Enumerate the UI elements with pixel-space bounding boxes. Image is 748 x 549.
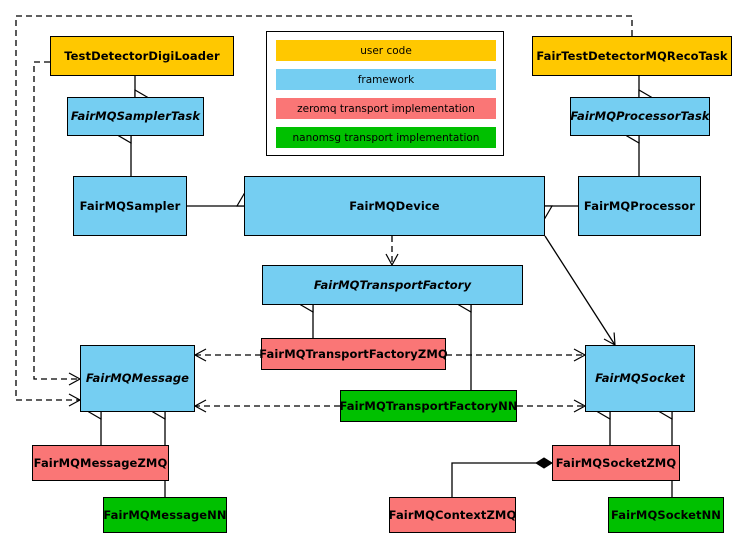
legend-panel: user code framework zeromq transport imp…: [266, 31, 504, 156]
class-node-fairmqdevice[interactable]: FairMQDevice: [244, 176, 545, 236]
class-node-label: FairMQContextZMQ: [388, 507, 517, 522]
class-node-label: FairMQMessageNN: [103, 507, 227, 522]
edge-digiloader-message: [33, 61, 82, 386]
class-node-fairmqsocketnn[interactable]: FairMQSocketNN: [608, 497, 724, 533]
class-node-label: FairMQSampler: [79, 198, 181, 213]
class-node-label: FairMQSamplerTask: [70, 109, 201, 124]
class-node-fairmqsamplertask[interactable]: FairMQSamplerTask: [67, 97, 204, 136]
class-node-fairmqmessage[interactable]: FairMQMessage: [80, 345, 195, 412]
class-node-label: FairMQTransportFactory: [313, 277, 472, 292]
legend-item-zeromq: zeromq transport implementation: [276, 98, 496, 119]
class-node-fairmqprocessor[interactable]: FairMQProcessor: [578, 176, 701, 236]
class-node-fairmqmessagenn[interactable]: FairMQMessageNN: [103, 497, 227, 533]
class-node-label: FairMQProcessor: [583, 198, 696, 213]
class-node-fairmqtransportfactorynn[interactable]: FairMQTransportFactoryNN: [339, 390, 518, 422]
class-node-label: FairMQTransportFactoryZMQ: [259, 346, 448, 361]
legend-item-framework: framework: [276, 69, 496, 90]
class-node-fairtestdetectormqrecotask[interactable]: FairTestDetectorMQRecoTask: [532, 36, 732, 76]
class-node-label: FairMQSocket: [595, 371, 685, 386]
class-node-label: FairMQSocketNN: [610, 507, 722, 522]
class-node-fairmqsampler[interactable]: FairMQSampler: [73, 176, 187, 236]
class-node-fairmqcontextzmq[interactable]: FairMQContextZMQ: [389, 497, 516, 533]
class-node-label: FairMQDevice: [349, 198, 440, 213]
legend-item-label: zeromq transport implementation: [297, 102, 475, 115]
class-node-label: FairMQSocketZMQ: [555, 455, 677, 470]
legend-item-label: framework: [357, 73, 415, 86]
edge-contextzmq-socketzmq: [451, 457, 553, 497]
legend-item-label: user code: [360, 44, 412, 57]
legend-item-nanomsg: nanomsg transport implementation: [276, 127, 496, 148]
edge-device-socket: [544, 235, 616, 347]
class-node-fairmqprocessortask[interactable]: FairMQProcessorTask: [570, 97, 710, 136]
class-node-label: FairMQMessageZMQ: [33, 455, 168, 470]
legend-item-user-code: user code: [276, 40, 496, 61]
edge-recotask-message: [15, 15, 633, 407]
class-node-fairmqtransportfactoryzmq[interactable]: FairMQTransportFactoryZMQ: [259, 338, 448, 370]
class-node-label: TestDetectorDigiLoader: [64, 48, 220, 63]
legend-item-label: nanomsg transport implementation: [292, 131, 480, 144]
class-node-label: FairMQTransportFactoryNN: [339, 398, 518, 413]
class-node-label: FairMQMessage: [85, 371, 190, 386]
class-node-label: FairTestDetectorMQRecoTask: [536, 48, 728, 63]
class-node-label: FairMQProcessorTask: [570, 109, 710, 124]
class-node-testdetectordigiloader[interactable]: TestDetectorDigiLoader: [50, 36, 234, 76]
class-node-fairmqsocketzmq[interactable]: FairMQSocketZMQ: [552, 445, 680, 481]
class-node-fairmqtransportfactory[interactable]: FairMQTransportFactory: [262, 265, 523, 305]
class-node-fairmqmessagezmq[interactable]: FairMQMessageZMQ: [32, 445, 169, 481]
class-node-fairmqsocket[interactable]: FairMQSocket: [585, 345, 695, 412]
